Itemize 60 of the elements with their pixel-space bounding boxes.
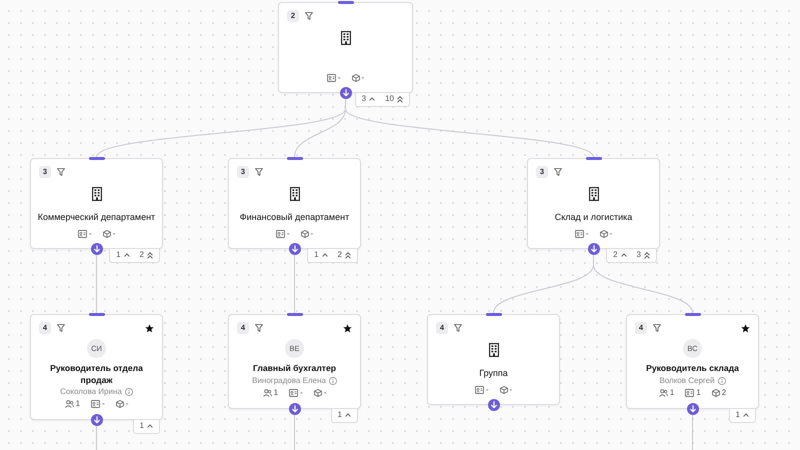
person-name: Волков Сергей bbox=[659, 375, 715, 387]
connector-line bbox=[593, 264, 693, 314]
count-value: - bbox=[486, 385, 488, 395]
count-value: - bbox=[338, 73, 340, 83]
count-value: - bbox=[310, 229, 314, 239]
count-value: - bbox=[324, 388, 326, 398]
count-value: 2 bbox=[140, 250, 144, 260]
count-value: 3 bbox=[636, 250, 641, 260]
count-value: - bbox=[286, 229, 290, 239]
count-value: - bbox=[510, 385, 512, 395]
count-value: - bbox=[112, 229, 116, 239]
count-value: - bbox=[126, 399, 128, 409]
count-value: 3 bbox=[362, 94, 366, 104]
count-value: 2 bbox=[613, 250, 618, 260]
unit-card bbox=[228, 158, 361, 249]
connector-line bbox=[96, 108, 346, 158]
person-name: Виноградова Елена bbox=[252, 375, 326, 387]
count-value: - bbox=[362, 73, 364, 83]
person-card bbox=[30, 314, 163, 420]
node-title: Главный бухгалтер bbox=[252, 363, 336, 375]
connector-line bbox=[96, 254, 97, 314]
node-title: Склад и логистика bbox=[554, 211, 632, 223]
count-value: 2 bbox=[338, 250, 342, 260]
count-value: - bbox=[300, 388, 303, 398]
count-value: 1 bbox=[696, 388, 701, 398]
count-value: - bbox=[88, 229, 92, 239]
person-card bbox=[228, 314, 361, 409]
count-value: 1 bbox=[736, 410, 740, 420]
count-value: 1 bbox=[76, 399, 80, 409]
count-value: 1 bbox=[338, 410, 342, 420]
count-value: 1 bbox=[274, 388, 278, 398]
connector-line bbox=[692, 414, 693, 450]
node-title: Коммерческий департамент bbox=[38, 211, 156, 223]
node-title: Руководитель склада bbox=[646, 363, 739, 375]
count-value: 2 bbox=[722, 388, 726, 398]
connector-line bbox=[294, 108, 346, 158]
unit-card bbox=[527, 158, 660, 249]
node-title: Группа bbox=[479, 367, 508, 379]
count-value: - bbox=[610, 229, 612, 239]
node-title: Финансовый департамент bbox=[240, 211, 350, 223]
count-value: - bbox=[102, 399, 105, 409]
node-title: Руководитель отдела продаж bbox=[49, 363, 144, 386]
connector-line bbox=[294, 254, 295, 314]
person-card bbox=[626, 314, 759, 409]
count-value: 1 bbox=[116, 250, 121, 260]
count-value: 10 bbox=[385, 94, 394, 104]
connector-line bbox=[294, 414, 295, 450]
connector-line bbox=[345, 108, 594, 158]
count-value: 1 bbox=[140, 421, 144, 431]
count-value: 1 bbox=[314, 250, 319, 260]
connector-line bbox=[593, 254, 594, 266]
connector-line bbox=[493, 264, 594, 314]
unit-card bbox=[427, 314, 560, 405]
unit-card bbox=[30, 158, 163, 249]
count-value: - bbox=[586, 229, 588, 239]
connector-line bbox=[345, 98, 346, 110]
connector-line bbox=[96, 426, 97, 450]
unit-card bbox=[278, 2, 413, 93]
count-value: 1 bbox=[670, 388, 674, 398]
person-name: Соколова Ирина bbox=[60, 386, 122, 398]
